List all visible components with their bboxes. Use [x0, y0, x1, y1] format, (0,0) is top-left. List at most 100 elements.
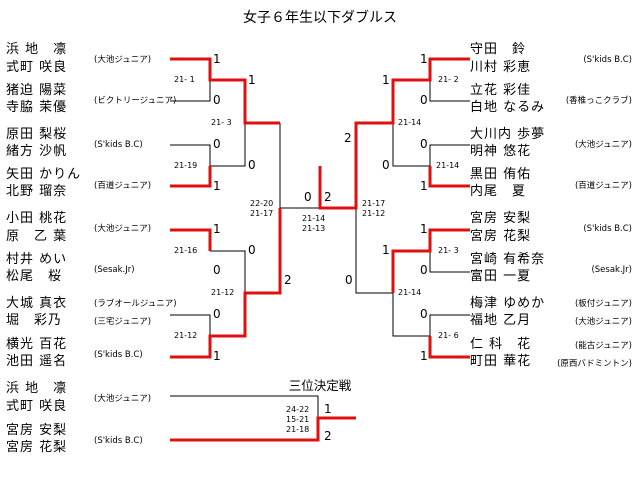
club-label: (S'kids B.C): [583, 224, 632, 234]
player-name: 宮房 安梨: [470, 210, 531, 226]
right-pair-6: 宮崎 有希奈 富田 一夏 (Sesak.Jr): [470, 251, 632, 284]
winner-line: [170, 208, 282, 359]
match-result: 2: [284, 273, 292, 287]
match-result: 1: [420, 222, 428, 236]
left-sf-scores: 22-20 21-17: [250, 199, 273, 218]
third-place-block: 三位決定戦 24-22 15-21 21-18 1 2: [286, 378, 352, 443]
winner-line: [170, 416, 356, 442]
match-result: 1: [382, 73, 390, 87]
match-result: 1: [213, 179, 221, 193]
player-name: 宮房 花梨: [470, 228, 531, 244]
winner-line: [428, 166, 470, 188]
match-score: 21- 2: [438, 75, 459, 84]
player-name: 式町 咲良: [6, 398, 67, 414]
player-name: 寺脇 茉優: [6, 100, 67, 115]
right-r1-line: [429, 314, 470, 336]
player-name: 池田 遥名: [6, 353, 67, 369]
player-name: 福地 乙月: [470, 313, 531, 328]
right-pair-3: 大川内 歩夢 明神 悠花 (大池ジュニア): [470, 126, 632, 159]
player-name: 守田 鈴: [470, 42, 526, 57]
match-result: 0: [213, 137, 221, 151]
winner-line: [428, 336, 470, 359]
right-r1-results: 21- 2 1 0 21-14 0 1 21- 3 1 0 21- 6 0 1: [420, 52, 459, 363]
club-label: (S'kids B.C): [94, 140, 143, 150]
match-result: 0: [248, 243, 256, 257]
match-score: 21-12: [211, 288, 234, 297]
club-label: (ビクトリージュニア): [94, 96, 176, 106]
player-name: 北野 瑠奈: [6, 184, 67, 199]
club-label: (Sesak.Jr): [591, 265, 632, 275]
left-pair-3: 原田 梨桜 緒方 沙帆 (S'kids B.C): [6, 127, 143, 159]
match-score: 22-20: [250, 199, 273, 208]
club-label: (能古ジュニア): [575, 340, 632, 351]
player-name: 宮房 安梨: [6, 422, 67, 438]
player-name: 浜 地 凛: [6, 41, 67, 57]
right-sf-line: [355, 208, 393, 294]
club-label: (S'kids B.C): [94, 436, 143, 446]
match-result: 2: [344, 131, 352, 145]
match-result: 1: [420, 52, 428, 66]
player-name: 富田 一夏: [470, 268, 531, 284]
match-score: 21- 3: [211, 118, 232, 127]
right-pair-5: 宮房 安梨 宮房 花梨 (S'kids B.C): [470, 210, 632, 244]
left-pair-2: 猪迫 陽菜 寺脇 茉優 (ビクトリージュニア): [6, 83, 176, 115]
left-pair-6: 村井 めい 松尾 桜 (Sesak.Jr): [6, 252, 135, 284]
player-name: 梅津 ゆめか: [470, 296, 545, 311]
third-place-title: 三位決定戦: [289, 378, 352, 393]
match-result: 1: [213, 52, 221, 66]
player-name: 猪迫 陽菜: [6, 83, 67, 98]
page-title: 女子６年生以下ダブルス: [243, 9, 397, 26]
player-name: 白地 なるみ: [470, 99, 545, 115]
right-pair-1: 守田 鈴 川村 彩恵 (S'kids B.C): [470, 42, 632, 75]
match-score: 21-14: [398, 118, 421, 127]
right-r1-line: [429, 144, 470, 166]
match-result: 0: [420, 137, 428, 151]
left-r2-results: 21- 3 1 0 21-12 0 2: [211, 73, 292, 297]
match-result: 1: [382, 243, 390, 257]
player-name: 横光 百花: [6, 336, 67, 352]
match-score: 21-14: [436, 161, 459, 170]
player-name: 式町 咲良: [6, 59, 67, 75]
match-result: 1: [213, 349, 221, 363]
club-label: (大池ジュニア): [94, 393, 151, 404]
left-pair-4: 矢田 かりん 北野 瑠奈 (百道ジュニア): [6, 167, 151, 199]
match-result: 0: [345, 273, 353, 287]
left-r2-line: [210, 123, 246, 167]
left-r1-line: [170, 80, 211, 102]
match-result: 1: [420, 179, 428, 193]
player-name: 大城 真衣: [6, 295, 67, 311]
club-label: (原西バドミントン): [557, 359, 632, 369]
club-label: (大池ジュニア): [575, 139, 632, 150]
club-label: (百道ジュニア): [94, 180, 151, 191]
right-r2-line: [392, 293, 430, 337]
left-pair-8: 横光 百花 池田 遥名 (S'kids B.C): [6, 336, 143, 369]
match-result: 1: [248, 73, 256, 87]
left-pair-1: 浜 地 凛 式町 咲良 (大池ジュニア): [6, 41, 151, 75]
winner-lines: [170, 57, 470, 442]
club-label: (香椎っこクラブ): [566, 95, 632, 106]
match-score: 21-13: [302, 224, 325, 233]
match-result: 1: [420, 349, 428, 363]
club-label: (三宅ジュニア): [94, 316, 151, 327]
player-name: 矢田 かりん: [6, 167, 81, 182]
right-pair-2: 立花 彩佳 白地 なるみ (香椎っこクラブ): [470, 82, 632, 115]
match-result: 1: [213, 222, 221, 236]
player-name: 原田 梨桜: [6, 127, 67, 142]
match-result: 0: [420, 93, 428, 107]
player-name: 内尾 夏: [470, 183, 526, 199]
right-r1-line: [429, 80, 470, 102]
match-score: 21-14: [398, 288, 421, 297]
player-name: 立花 彩佳: [470, 82, 531, 98]
match-result: 1: [324, 402, 332, 416]
player-name: 原 乙 葉: [6, 229, 67, 244]
match-score: 21-18: [286, 425, 309, 434]
winner-line: [170, 228, 212, 251]
winner-line: [170, 166, 212, 188]
match-score: 21- 3: [438, 246, 459, 255]
winner-line: [391, 228, 470, 293]
right-r1-line: [429, 251, 470, 273]
match-score: 21-17: [362, 199, 385, 208]
player-name: 大川内 歩夢: [470, 126, 545, 142]
right-pair-4: 黒田 侑佑 内尾 夏 (百道ジュニア): [470, 167, 632, 199]
